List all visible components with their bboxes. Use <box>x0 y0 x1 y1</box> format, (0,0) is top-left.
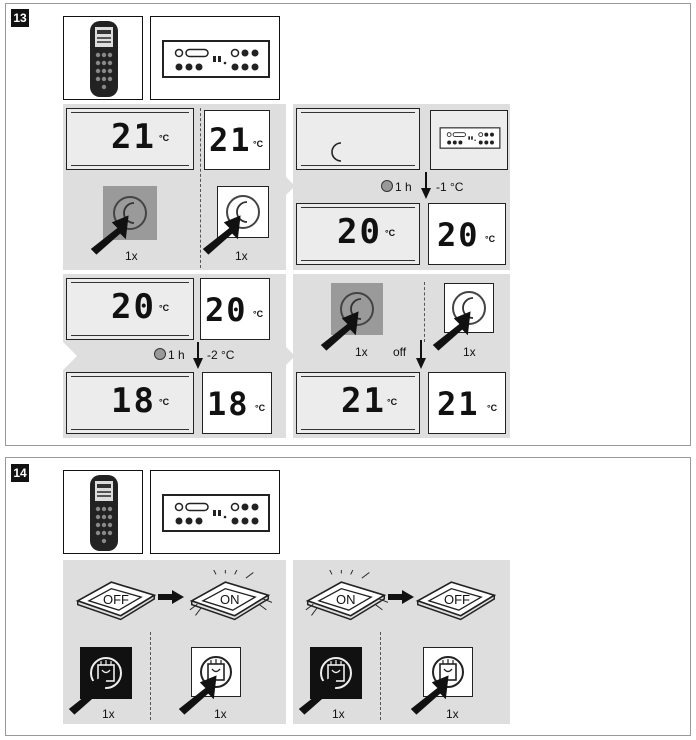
lcd-value: 18 <box>111 381 156 421</box>
press-count: 1x <box>214 707 227 721</box>
small-unit: °C <box>255 403 266 413</box>
press-count: 1x <box>235 249 248 263</box>
control-panel-mini <box>430 110 508 170</box>
flow-chevron <box>63 342 77 370</box>
lcd-value: 20 <box>337 212 382 252</box>
state-label-on: ON <box>220 592 240 607</box>
moon-button-left[interactable] <box>331 283 383 335</box>
temperature-delta: -1 °C <box>436 180 464 194</box>
right-arrow <box>388 590 414 604</box>
state-label-off: OFF <box>103 592 129 607</box>
small-display-c: 18 °C <box>202 372 272 434</box>
press-count: 1x <box>332 707 345 721</box>
lcd-unit: °C <box>385 228 396 238</box>
divider <box>424 282 425 342</box>
timer-icon <box>154 348 166 360</box>
down-arrow <box>193 342 203 369</box>
small-value: 20 <box>205 291 248 329</box>
lcd-display-a: 21 °C <box>66 108 194 170</box>
small-display-b: 20 °C <box>428 203 506 265</box>
light-button-active[interactable] <box>310 647 362 699</box>
control-panel-icon <box>161 39 271 79</box>
off-label: off <box>393 345 407 359</box>
press-count: 1x <box>463 345 476 359</box>
remote-box <box>63 16 143 100</box>
pointing-arrow-icon <box>318 310 360 352</box>
flow-chevron <box>281 342 295 370</box>
pointing-arrow-icon <box>88 214 130 256</box>
small-display-c-top: 20 °C <box>200 278 270 340</box>
small-unit: °C <box>253 309 264 319</box>
control-panel-box <box>150 470 280 554</box>
press-count: 1x <box>125 249 138 263</box>
small-value: 21 <box>209 121 252 159</box>
lcd-unit: °C <box>387 397 398 407</box>
small-value: 20 <box>437 216 480 254</box>
press-count: 1x <box>102 707 115 721</box>
press-count: 1x <box>355 345 368 359</box>
control-panel-icon <box>439 126 501 150</box>
divider <box>200 108 201 268</box>
small-unit: °C <box>253 139 264 149</box>
pointing-arrow-icon <box>176 674 218 716</box>
down-arrow <box>416 340 426 369</box>
lcd-unit: °C <box>159 133 170 143</box>
lcd-display-b: 20 °C <box>296 203 420 265</box>
small-display-a: 21 °C <box>204 110 270 170</box>
lcd-value: 21 <box>341 381 386 421</box>
lcd-unit: °C <box>159 303 170 313</box>
remote-control-icon <box>84 19 124 99</box>
timer-label: 1 h <box>168 348 185 362</box>
lcd-display-c-top: 20 °C <box>66 278 194 340</box>
pointing-arrow-icon <box>408 674 450 716</box>
timer-label: 1 h <box>395 180 412 194</box>
control-panel-box <box>150 16 280 100</box>
light-button[interactable] <box>423 647 473 697</box>
lcd-value: 20 <box>111 287 156 327</box>
light-button[interactable] <box>191 647 241 697</box>
temperature-delta: -2 °C <box>207 348 235 362</box>
state-label-off: OFF <box>444 592 470 607</box>
right-arrow <box>158 590 184 604</box>
press-count: 1x <box>446 707 459 721</box>
lcd-display-b-top <box>296 108 420 170</box>
step-badge-13: 13 <box>11 9 29 27</box>
small-unit: °C <box>487 403 498 413</box>
small-value: 18 <box>207 385 250 423</box>
small-unit: °C <box>485 234 496 244</box>
divider <box>380 632 381 720</box>
small-value: 21 <box>437 385 480 423</box>
control-panel-icon <box>161 493 271 533</box>
lcd-unit: °C <box>159 397 170 407</box>
down-arrow <box>421 172 431 199</box>
lcd-display-c: 18 °C <box>66 372 194 434</box>
flow-chevron <box>281 172 295 200</box>
moon-icon <box>331 142 342 162</box>
lcd-display-d: 21 °C <box>296 372 420 434</box>
step-badge-14: 14 <box>11 464 29 482</box>
remote-control-icon <box>84 473 124 553</box>
timer-icon <box>381 180 393 192</box>
lcd-value: 21 <box>111 117 156 157</box>
light-button-active[interactable] <box>80 647 132 699</box>
moon-button-right[interactable] <box>217 186 269 238</box>
moon-button-left[interactable] <box>103 186 157 240</box>
state-label-on: ON <box>336 592 356 607</box>
small-display-d: 21 °C <box>428 372 506 434</box>
remote-box <box>63 470 143 554</box>
divider <box>150 632 151 720</box>
